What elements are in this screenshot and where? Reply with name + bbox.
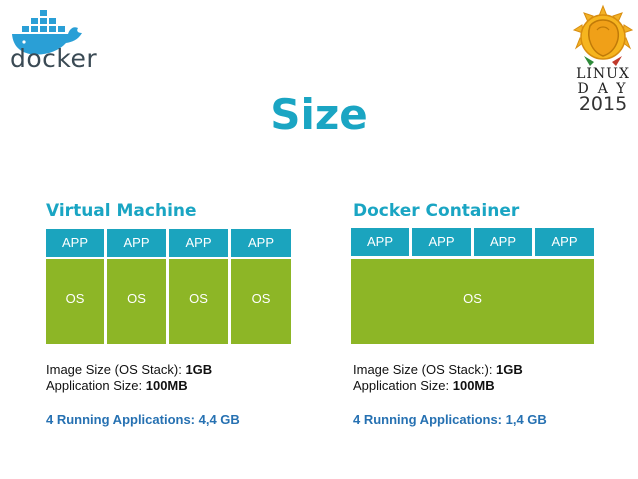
- docker-stack-diagram: APP APP APP APP OS: [351, 228, 594, 344]
- linux-day-sun-icon: [572, 4, 634, 66]
- docker-app-3: APP: [474, 228, 532, 256]
- vm-image-size-label: Image Size (OS Stack):: [46, 362, 186, 377]
- docker-app-4: APP: [535, 228, 594, 256]
- vm-heading: Virtual Machine: [46, 201, 197, 221]
- docker-app-size: Application Size: 100MB: [353, 378, 495, 394]
- docker-app-size-label: Application Size:: [353, 378, 453, 393]
- linux-day-line2: DAY: [577, 81, 635, 97]
- vm-app-3: APP: [169, 229, 228, 257]
- vm-app-1: APP: [46, 229, 104, 257]
- docker-whale-logo: [12, 10, 82, 55]
- docker-os: OS: [351, 259, 594, 344]
- vm-running-total: 4 Running Applications: 4,4 GB: [46, 412, 240, 427]
- linux-day-year: 2015: [578, 93, 628, 115]
- docker-wordmark: docker: [10, 44, 98, 73]
- page-title: Size: [270, 90, 368, 139]
- docker-app-2: APP: [412, 228, 471, 256]
- vm-os-3: OS: [169, 259, 228, 344]
- docker-image-size-label: Image Size (OS Stack:):: [353, 362, 497, 377]
- vm-os-2: OS: [107, 259, 166, 344]
- docker-image-size-value: 1GB: [496, 362, 523, 377]
- linux-day-line1: LINUX: [576, 66, 630, 82]
- vm-app-size-label: Application Size:: [46, 378, 146, 393]
- vm-image-size-value: 1GB: [185, 362, 213, 377]
- linux-day-logo: LINUX DAY 2015: [570, 4, 636, 115]
- vm-image-size: Image Size (OS Stack): 1GB: [46, 362, 212, 378]
- vm-stack-diagram: APP APP APP APP OS OS OS OS: [46, 229, 291, 344]
- vm-os-1: OS: [46, 259, 104, 344]
- vm-app-4: APP: [231, 229, 291, 257]
- docker-app-1: APP: [351, 228, 409, 256]
- docker-heading: Docker Container: [353, 201, 520, 221]
- vm-os-4: OS: [231, 259, 291, 344]
- vm-app-2: APP: [107, 229, 166, 257]
- docker-app-size-value: 100MB: [452, 378, 495, 393]
- docker-running-total: 4 Running Applications: 1,4 GB: [353, 412, 547, 427]
- vm-app-size-value: 100MB: [145, 378, 188, 393]
- docker-image-size: Image Size (OS Stack:): 1GB: [353, 362, 523, 378]
- vm-app-size: Application Size: 100MB: [46, 378, 188, 394]
